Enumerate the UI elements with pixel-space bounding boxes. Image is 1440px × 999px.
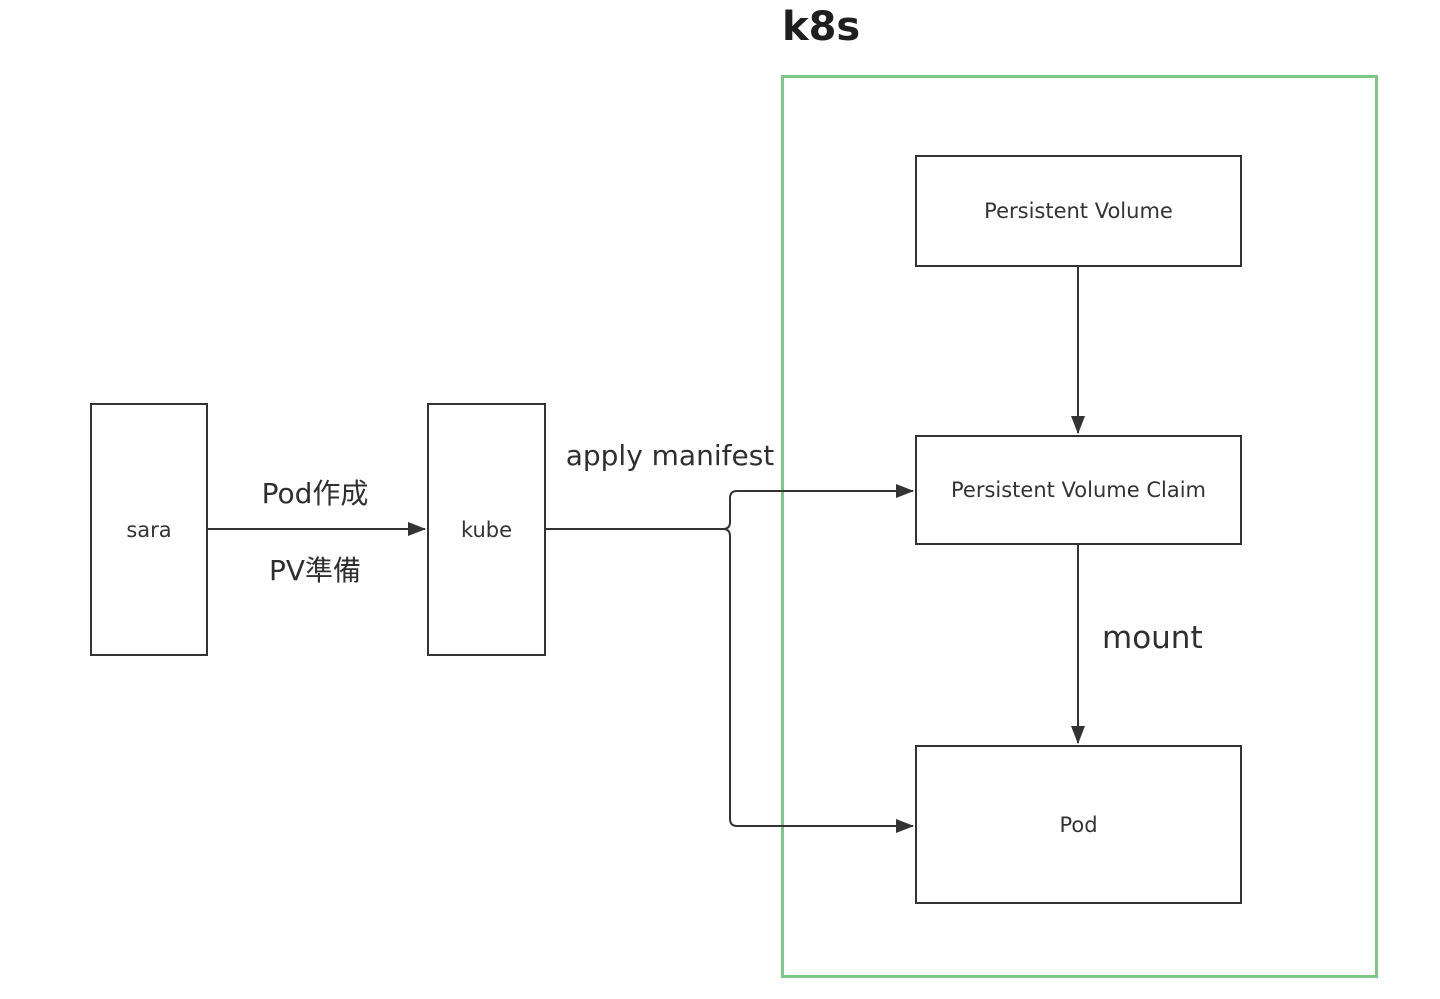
edge-kube-to-pvc [546, 484, 914, 530]
node-persistent-volume: Persistent Volume [915, 155, 1242, 267]
k8s-container-title: k8s [782, 4, 861, 50]
node-kube: kube [427, 403, 546, 656]
node-pod-label: Pod [1059, 812, 1098, 837]
k8s-container-boundary [781, 75, 1378, 978]
node-sara-label: sara [126, 517, 172, 542]
edge-label-pv-prepare: PV準備 [268, 554, 362, 587]
node-pod: Pod [915, 745, 1242, 904]
edge-label-pod-create: Pod作成 [261, 477, 369, 510]
edge-kube-to-pod [722, 528, 914, 833]
node-persistent-volume-label: Persistent Volume [984, 199, 1173, 223]
edge-label-mount: mount [1102, 620, 1203, 656]
node-persistent-volume-claim-label: Persistent Volume Claim [951, 478, 1206, 502]
edge-label-apply-manifest: apply manifest [565, 439, 775, 472]
node-persistent-volume-claim: Persistent Volume Claim [915, 435, 1242, 545]
node-kube-label: kube [460, 517, 513, 542]
node-sara: sara [90, 403, 208, 656]
